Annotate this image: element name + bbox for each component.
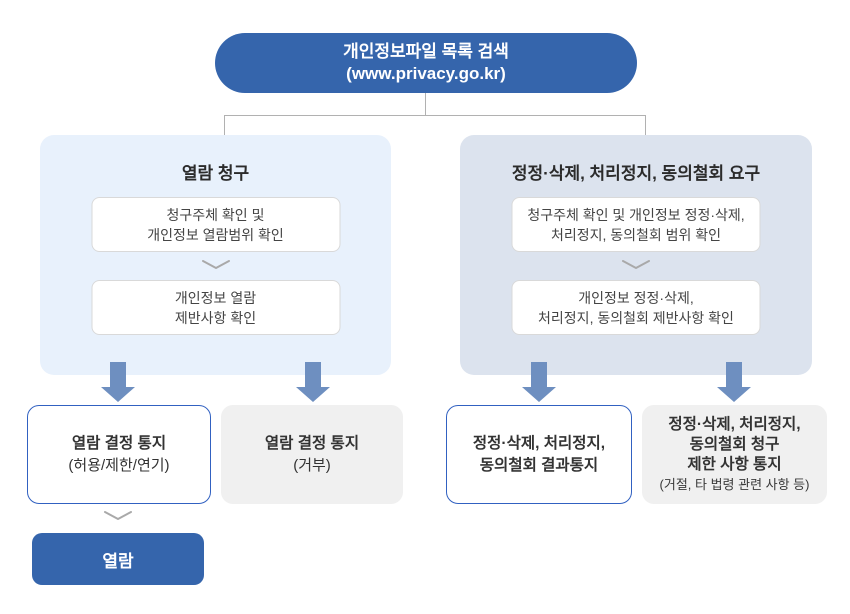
outcome-text-line: 제한 사항 통지 [687,456,782,473]
down-arrow-icon [296,362,330,402]
outcome-text-line: 동의철회 결과통지 [479,456,599,474]
outcome-text-line: 정정·삭제, 처리정지, [668,416,801,433]
outcome-text-line: (허용/제한/연기) [68,456,170,474]
outcome-text-line: 정정·삭제, 처리정지, [472,434,606,452]
connector-line [224,115,646,116]
start-node-title: 개인정보파일 목록 검색 [343,42,509,61]
correction-step-verify-box: 청구주체 확인 및 개인정보 정정·삭제, 처리정지, 동의철회 범위 확인 [511,197,761,252]
chevron-down-icon [622,260,650,269]
outcome-box-access-decision: 열람 결정 통지 (허용/제한/연기) [27,405,211,504]
access-request-panel-title: 열람 청구 [181,164,250,183]
outcome-text-line: 동의철회 청구 [689,436,780,453]
down-arrow-icon [717,362,751,402]
connector-line [224,115,225,136]
outcome-box-access-denied: 열람 결정 통지 (거부) [221,405,403,504]
step-text-line: 처리정지, 동의철회 제반사항 확인 [538,309,734,326]
step-text-line: 개인정보 정정·삭제, [578,289,694,306]
outcome-box-correction-result: 정정·삭제, 처리정지, 동의철회 결과통지 [446,405,632,504]
access-step-check-box: 개인정보 열람 제반사항 확인 [91,280,340,335]
outcome-text-line: 열람 결정 통지 [264,434,360,452]
chevron-down-icon [201,260,230,269]
outcome-text-line: 열람 결정 통지 [71,434,167,452]
step-text-line: 청구주체 확인 및 [166,206,265,223]
access-step-verify-box: 청구주체 확인 및 개인정보 열람범위 확인 [91,197,340,252]
outcome-text-line: (거부) [293,456,331,474]
step-text-line: 제반사항 확인 [174,309,257,326]
outcome-note-line: (거절, 타 법령 관련 사항 등) [659,477,810,492]
chevron-down-icon [104,511,132,520]
step-text-line: 개인정보 열람 [174,289,257,306]
view-node-label: 열람 [102,551,134,571]
down-arrow-icon [101,362,135,402]
connector-line [645,115,646,136]
step-text-line: 청구주체 확인 및 개인정보 정정·삭제, [527,206,745,223]
step-text-line: 처리정지, 동의철회 범위 확인 [550,226,722,243]
correction-step-check-box: 개인정보 정정·삭제, 처리정지, 동의철회 제반사항 확인 [511,280,761,335]
correction-request-panel-title: 정정·삭제, 처리정지, 동의철회 요구 [511,164,761,183]
start-node-url: (www.privacy.go.kr) [346,64,506,83]
correction-request-panel: 정정·삭제, 처리정지, 동의철회 요구 청구주체 확인 및 개인정보 정정·삭… [460,135,812,375]
start-node: 개인정보파일 목록 검색 (www.privacy.go.kr) [215,33,637,93]
access-request-panel: 열람 청구 청구주체 확인 및 개인정보 열람범위 확인 개인정보 열람 제반사… [40,135,391,375]
view-node: 열람 [32,533,204,585]
outcome-box-correction-restricted: 정정·삭제, 처리정지, 동의철회 청구 제한 사항 통지 (거절, 타 법령 … [642,405,827,504]
down-arrow-icon [522,362,556,402]
connector-line [425,93,426,116]
step-text-line: 개인정보 열람범위 확인 [147,226,284,243]
